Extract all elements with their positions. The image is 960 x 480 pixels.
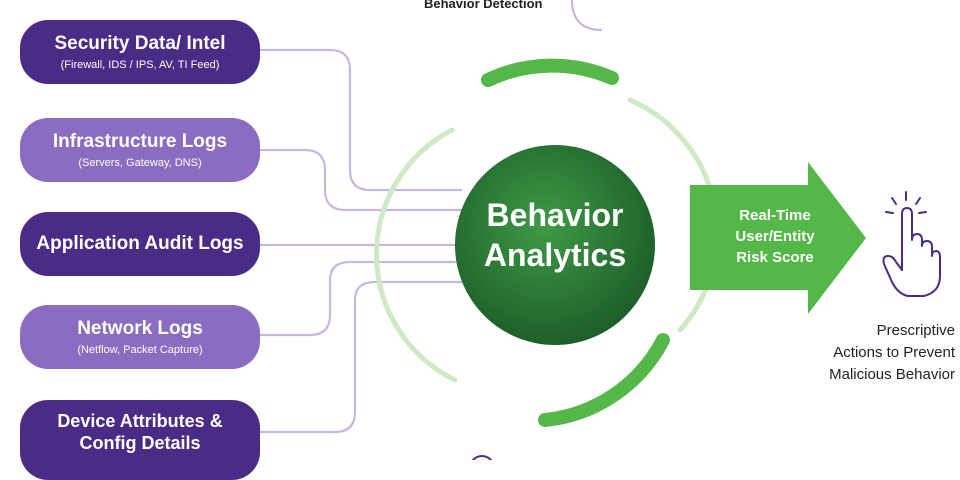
output-arrow-label: Real-Time User/Entity Risk Score — [716, 205, 834, 268]
tap-hand-icon — [882, 191, 941, 297]
hub-ring-top — [481, 58, 619, 87]
hub-ring-bottom — [538, 333, 670, 427]
connector-device — [260, 280, 462, 434]
arrow-label-line2: User/Entity — [735, 228, 815, 245]
source-device-attributes: Device Attributes & Config Details — [20, 400, 260, 480]
source-title: Security Data/ Intel — [54, 32, 226, 54]
partial-icon-bottom — [471, 455, 493, 460]
hub-label-line2: Analytics — [483, 237, 627, 273]
source-application-audit-logs: Application Audit Logs — [20, 212, 260, 276]
source-subtitle: (Netflow, Packet Capture) — [77, 343, 203, 356]
action-label-line2: Actions to Prevent — [833, 344, 955, 361]
action-label: Prescriptive Actions to Prevent Maliciou… — [805, 320, 955, 386]
action-label-line1: Prescriptive — [876, 322, 955, 339]
source-infrastructure-logs: Infrastructure Logs (Servers, Gateway, D… — [20, 118, 260, 182]
source-network-logs: Network Logs (Netflow, Packet Capture) — [20, 305, 260, 369]
diagram-canvas — [260, 0, 941, 460]
connector-top — [570, 0, 603, 32]
arrow-label-line1: Real-Time — [739, 207, 811, 224]
top-label: Behavior Detection — [424, 0, 543, 11]
source-title: Network Logs — [77, 317, 203, 339]
source-title: Application Audit Logs — [36, 233, 244, 254]
connector-network — [260, 260, 462, 337]
source-title: Device Attributes & Config Details — [57, 411, 223, 453]
source-subtitle: (Firewall, IDS / IPS, AV, TI Feed) — [60, 58, 220, 71]
arrow-label-line3: Risk Score — [736, 249, 814, 266]
hub-label: Behavior Analytics — [460, 195, 650, 275]
action-label-line3: Malicious Behavior — [829, 366, 955, 383]
hub-ring-pale — [374, 127, 458, 383]
source-subtitle: (Servers, Gateway, DNS) — [78, 156, 202, 169]
source-security-data: Security Data/ Intel (Firewall, IDS / IP… — [20, 20, 260, 84]
connector-security — [260, 48, 462, 192]
source-title: Infrastructure Logs — [52, 130, 228, 152]
connector-infrastructure — [260, 148, 462, 212]
hub-circle — [455, 145, 655, 345]
output-arrow — [690, 162, 866, 314]
hub-label-line1: Behavior — [486, 197, 624, 233]
